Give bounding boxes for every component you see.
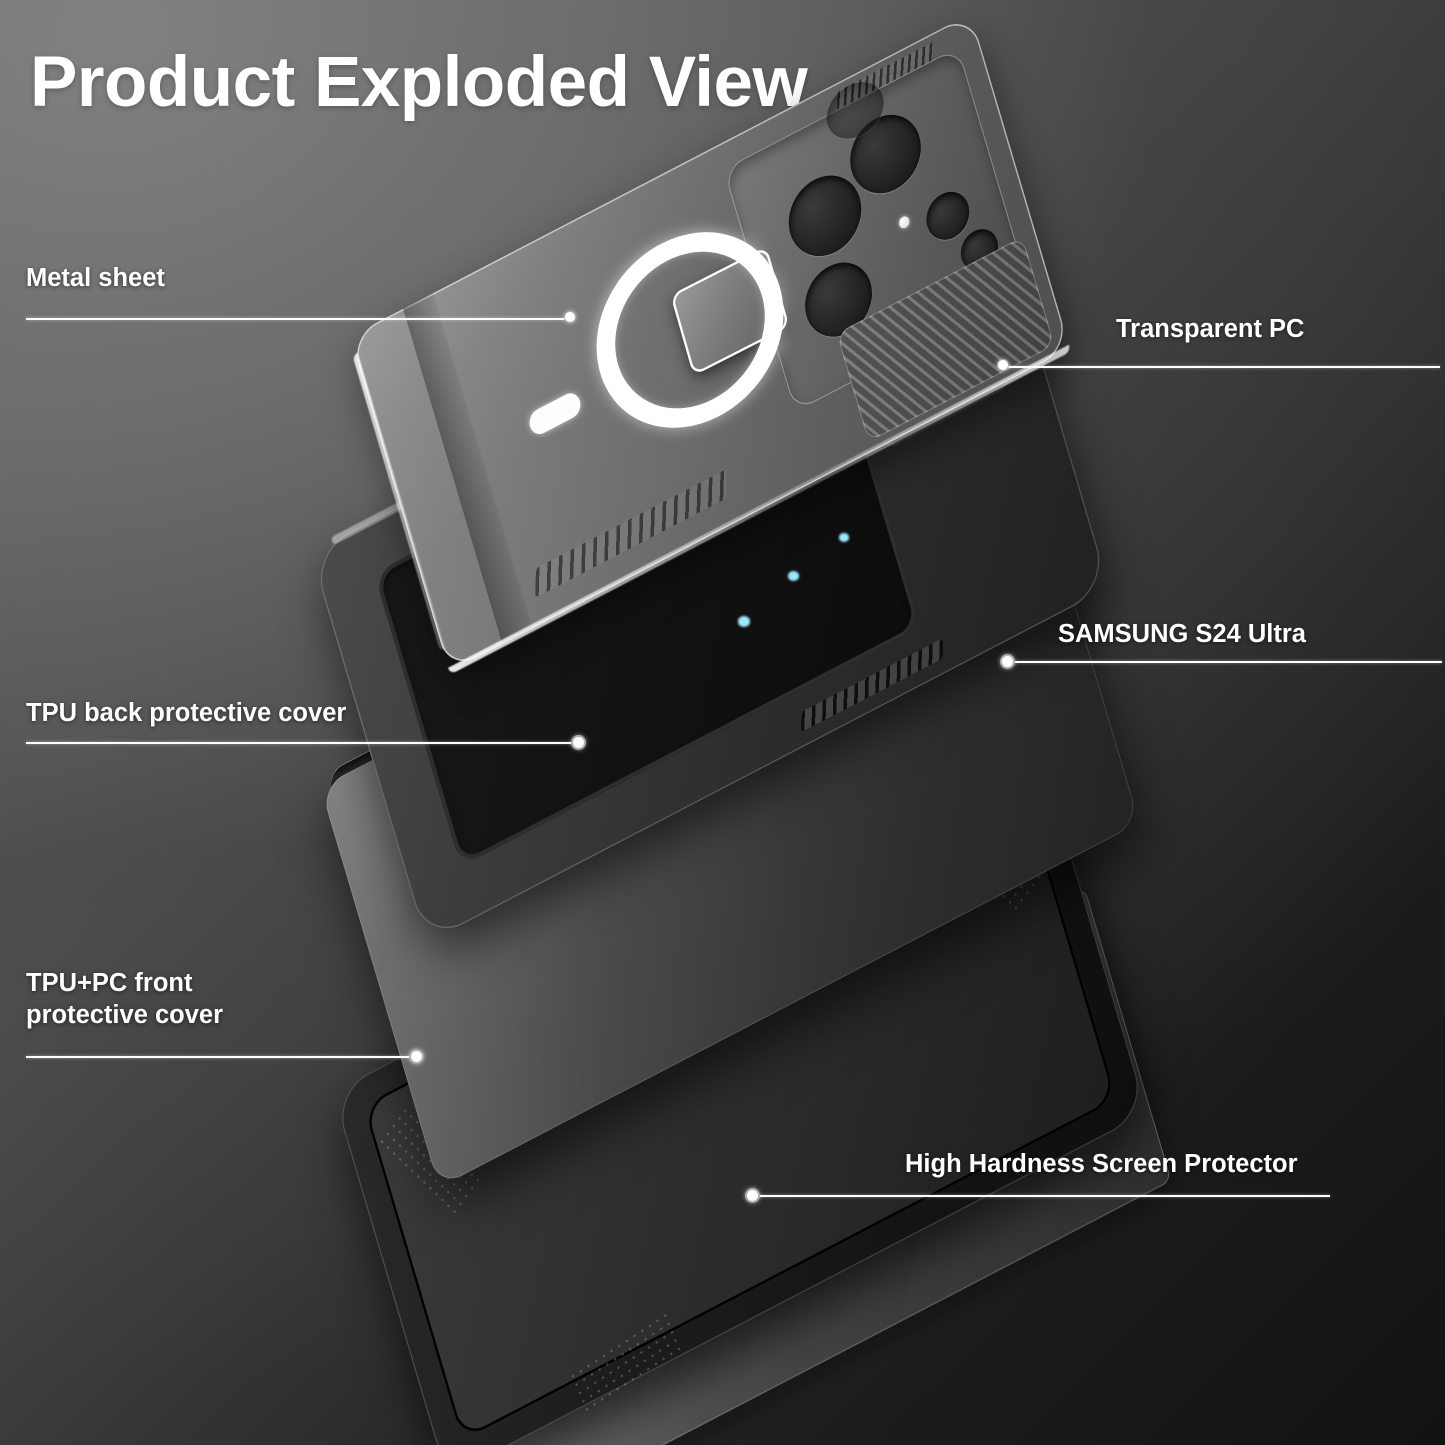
- callout-label: High Hardness Screen Protector: [905, 1150, 1298, 1178]
- lens-glint: [838, 533, 850, 542]
- callout-leader-line: [26, 742, 578, 744]
- callout-leader-line: [26, 318, 571, 320]
- lens-glint: [738, 616, 751, 627]
- callout-leader-line: [1005, 366, 1440, 368]
- callout-anchor-dot: [997, 359, 1009, 371]
- callout-anchor-dot: [564, 311, 576, 323]
- callout-label: TPU+PC front protective cover: [26, 969, 224, 1030]
- lens-glint: [787, 571, 800, 581]
- callout-label: Transparent PC: [1116, 315, 1305, 343]
- callout-anchor-dot: [571, 735, 586, 750]
- callout-leader-line: [1010, 661, 1442, 663]
- callout-anchor-dot: [409, 1049, 424, 1064]
- callout-anchor-dot: [1000, 654, 1015, 669]
- callout-label: SAMSUNG S24 Ultra: [1058, 620, 1306, 648]
- callout-label: TPU back protective cover: [26, 699, 347, 727]
- callout-label: Metal sheet: [26, 264, 165, 292]
- callout-anchor-dot: [745, 1188, 760, 1203]
- callout-leader-line: [756, 1195, 1330, 1197]
- callout-leader-line: [26, 1056, 416, 1058]
- page-title: Product Exploded View: [30, 43, 808, 122]
